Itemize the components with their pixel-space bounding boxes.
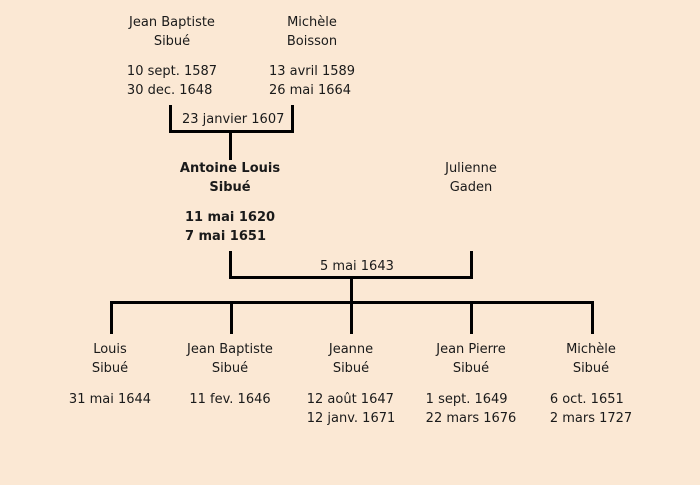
marriage-date-1643: 5 mai 1643	[315, 259, 399, 274]
person-given-name: Jean Baptiste	[129, 15, 215, 30]
connector-child-stem-5	[591, 301, 594, 334]
person-birth-date: 10 sept. 1587	[126, 63, 218, 79]
person-birth-date: 11 fev. 1646	[189, 391, 271, 407]
person-surname: Sibué	[153, 33, 191, 49]
connector-g1-father-stem	[169, 105, 172, 133]
connector-g2-descender	[350, 276, 353, 303]
person-dates: 10 sept. 1587 30 dec. 1648	[127, 63, 217, 101]
person-given-name: Julienne	[445, 161, 497, 176]
connector-g2-mother-stem	[470, 251, 473, 279]
person-surname: Sibué	[332, 360, 370, 376]
person-child-jean-pierre-sibue: Jean Pierre Sibué 1 sept. 1649 22 mars 1…	[391, 341, 551, 428]
person-dates: 1 sept. 1649 22 mars 1676	[426, 391, 517, 429]
person-surname: Sibué	[91, 360, 129, 376]
person-death-date: 22 mars 1676	[425, 410, 517, 426]
connector-g2-father-stem	[229, 251, 232, 279]
person-surname: Sibué	[452, 360, 490, 376]
person-birth-date: 6 oct. 1651	[549, 391, 624, 407]
person-child-michele-sibue: Michèle Sibué 6 oct. 1651 2 mars 1727	[511, 341, 671, 428]
connector-g1-mother-stem	[291, 105, 294, 133]
person-death-date: 12 janv. 1671	[306, 410, 396, 426]
person-dates: 31 mai 1644	[69, 391, 151, 410]
person-surname: Boisson	[286, 33, 338, 49]
person-julienne-gaden: Julienne Gaden	[391, 160, 551, 198]
person-given-name: Michèle	[287, 15, 337, 30]
person-given-name: Louis	[93, 342, 127, 357]
person-surname: Gaden	[449, 179, 493, 195]
connector-child-stem-3	[350, 301, 353, 334]
person-birth-date: 1 sept. 1649	[425, 391, 508, 407]
person-dates: 6 oct. 1651 2 mars 1727	[550, 391, 632, 429]
person-birth-date: 12 août 1647	[306, 391, 394, 407]
connector-child-stem-2	[230, 301, 233, 334]
person-child-jeanne-sibue: Jeanne Sibué 12 août 1647 12 janv. 1671	[271, 341, 431, 428]
person-jean-baptiste-sibue: Jean Baptiste Sibué 10 sept. 1587 30 dec…	[92, 14, 252, 100]
person-given-name: Jeanne	[328, 342, 374, 357]
connector-g1-descender	[229, 130, 232, 160]
person-death-date: 7 mai 1651	[184, 228, 266, 244]
person-dates: 11 fev. 1646	[189, 391, 270, 410]
person-antoine-louis-sibue: Antoine Louis Sibué 11 mai 1620 7 mai 16…	[150, 160, 310, 246]
person-surname: Sibué	[209, 179, 251, 195]
person-death-date: 30 dec. 1648	[126, 82, 213, 98]
person-dates: 11 mai 1620 7 mai 1651	[185, 209, 275, 247]
person-surname: Sibué	[572, 360, 610, 376]
person-given-name: Michèle	[566, 342, 616, 357]
person-given-name: Antoine Louis	[179, 161, 281, 176]
person-birth-date: 31 mai 1644	[68, 391, 152, 407]
person-child-louis-sibue: Louis Sibué 31 mai 1644	[30, 341, 190, 410]
connector-child-stem-1	[110, 301, 113, 334]
person-dates: 13 avril 1589 26 mai 1664	[269, 63, 355, 101]
person-dates: 12 août 1647 12 janv. 1671	[307, 391, 396, 429]
person-birth-date: 11 mai 1620	[184, 209, 276, 225]
person-death-date: 2 mars 1727	[549, 410, 633, 426]
person-death-date: 26 mai 1664	[268, 82, 352, 98]
person-given-name: Jean Pierre	[436, 342, 506, 357]
person-birth-date: 13 avril 1589	[268, 63, 356, 79]
person-michele-boisson: Michèle Boisson 13 avril 1589 26 mai 166…	[232, 14, 392, 100]
person-child-jean-baptiste-sibue: Jean Baptiste Sibué 11 fev. 1646	[150, 341, 310, 410]
marriage-date-1607: 23 janvier 1607	[177, 112, 290, 127]
person-given-name: Jean Baptiste	[187, 342, 273, 357]
connector-child-stem-4	[470, 301, 473, 334]
person-surname: Sibué	[211, 360, 249, 376]
